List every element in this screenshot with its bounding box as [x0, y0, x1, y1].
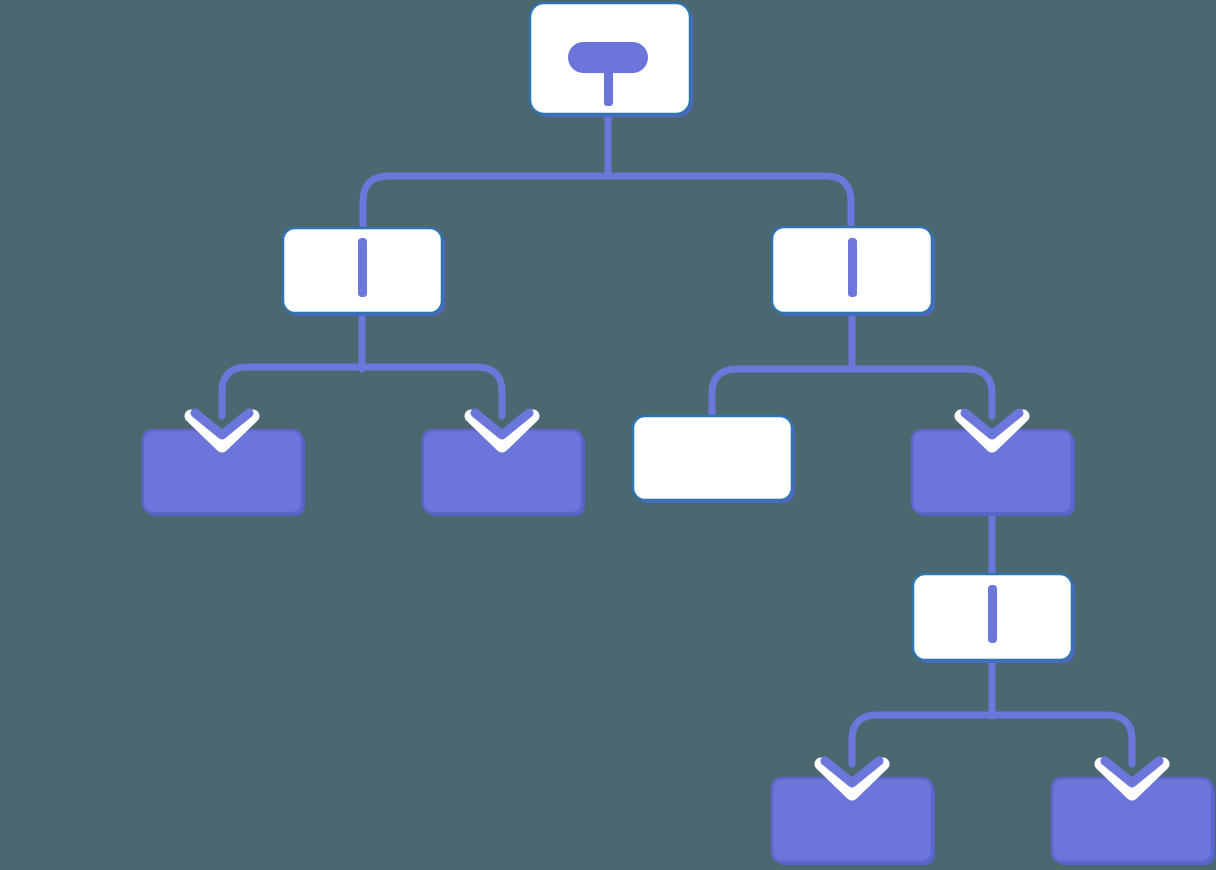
collapse-indicator-leaf-4[interactable]: [1094, 756, 1170, 801]
double-chevron-down-icon: [1100, 756, 1164, 788]
node-collapsed-with-child: [910, 428, 1075, 516]
connector-bottom-branch: [848, 711, 1136, 768]
collapse-indicator-with-child[interactable]: [954, 408, 1030, 453]
node-leaf-empty: [631, 414, 795, 503]
connector-right-branch: [708, 365, 996, 422]
root-pill-stem: [604, 70, 613, 106]
double-chevron-down-icon: [820, 756, 884, 788]
collapse-indicator-leaf-2[interactable]: [464, 408, 540, 453]
node-root: [528, 1, 693, 117]
node-branch-right: [770, 225, 935, 316]
vertical-bar-icon: [358, 238, 367, 297]
node-leaf-collapsed-4: [1050, 776, 1215, 865]
node-branch-bottom: [911, 572, 1075, 663]
chevron-down-white: [814, 757, 890, 801]
connector-trunk: [359, 172, 855, 235]
node-leaf-collapsed-3: [770, 776, 935, 865]
chevron-down-white: [954, 409, 1030, 453]
root-pill-icon: [568, 42, 648, 73]
node-leaf-empty-box[interactable]: [631, 414, 794, 502]
double-chevron-down-icon: [190, 408, 254, 440]
node-branch-left: [281, 226, 445, 316]
node-leaf-collapsed-1: [141, 428, 305, 516]
double-chevron-down-icon: [960, 408, 1024, 440]
vertical-bar-icon: [988, 585, 997, 643]
double-chevron-down-icon: [470, 408, 534, 440]
connector-left-branch: [218, 363, 506, 420]
chevron-down-white: [184, 409, 260, 453]
collapse-indicator-leaf-3[interactable]: [814, 756, 890, 801]
chevron-down-white: [1094, 757, 1170, 801]
connectors: [218, 109, 1136, 768]
vertical-bar-icon: [848, 238, 857, 297]
chevron-down-white: [464, 409, 540, 453]
collapse-indicator-leaf-1[interactable]: [184, 408, 260, 453]
node-leaf-collapsed-2: [421, 428, 585, 516]
